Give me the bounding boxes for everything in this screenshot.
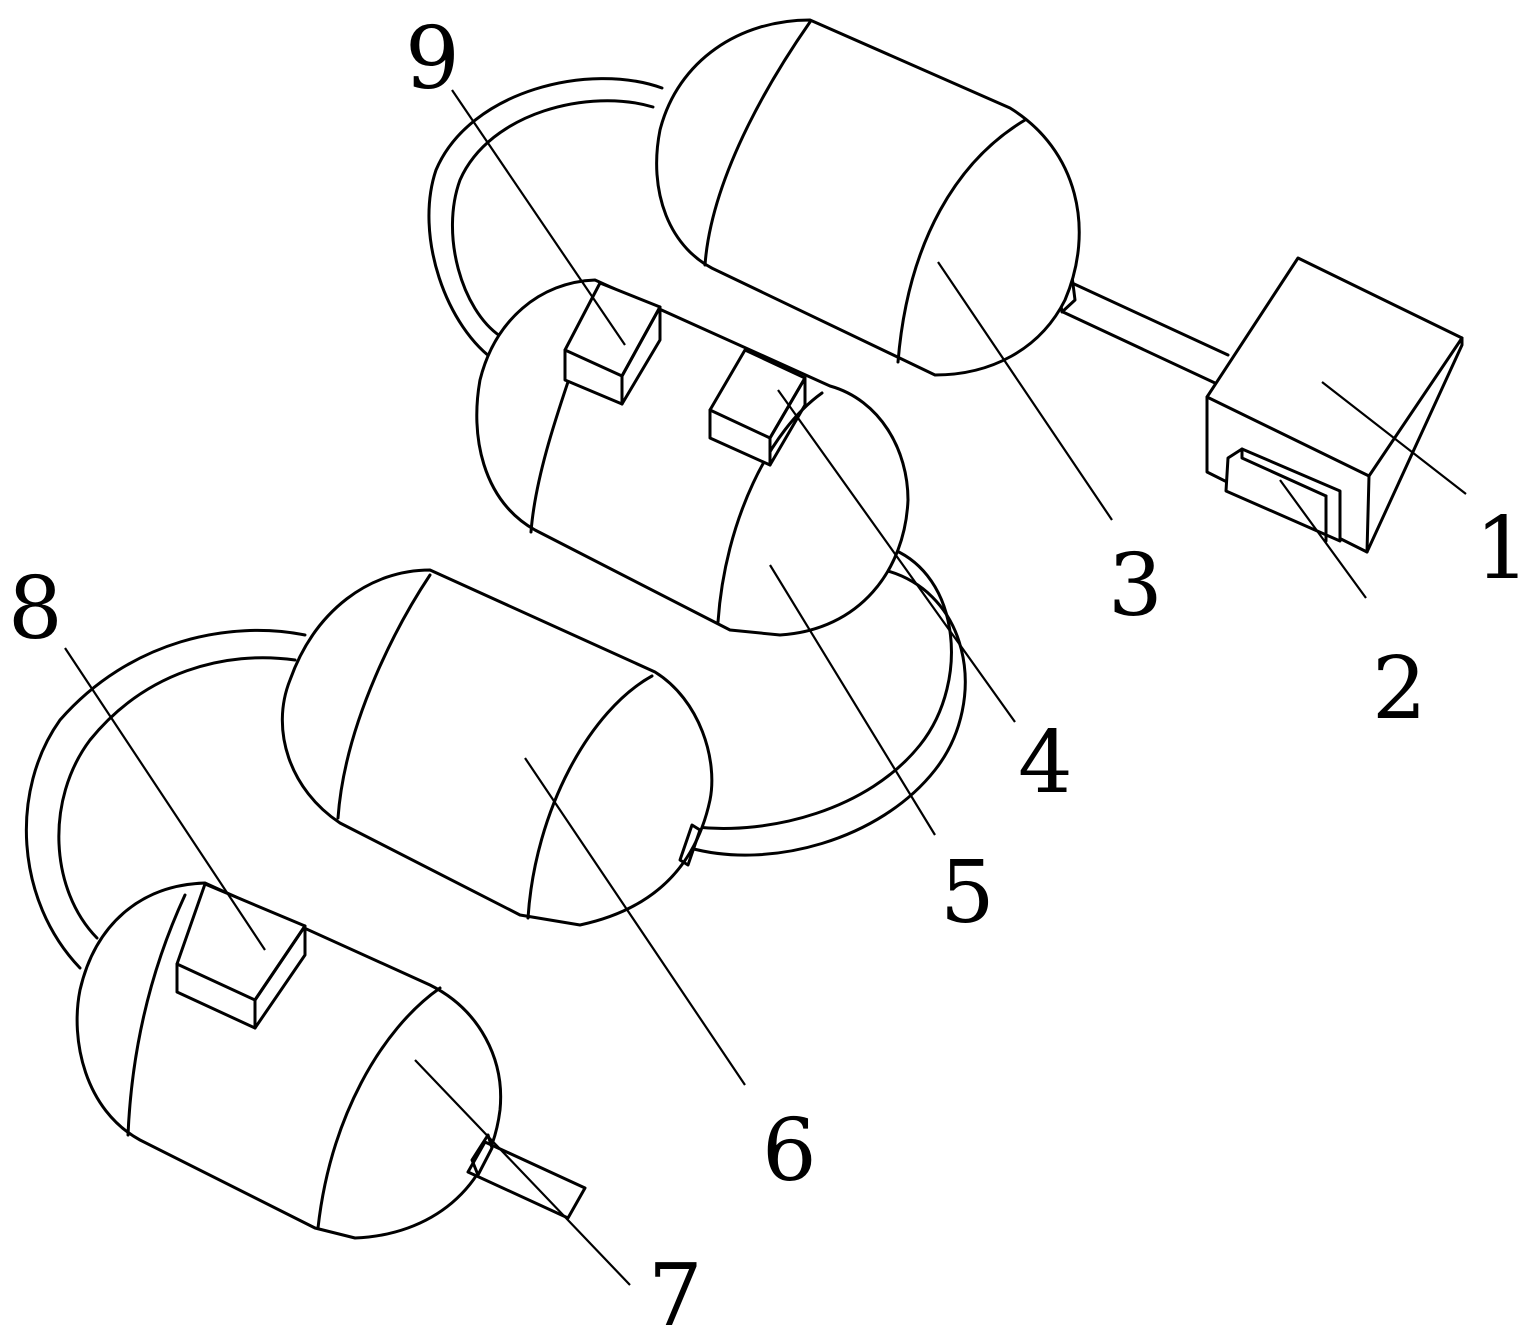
- callout-6: 6: [762, 1101, 817, 1201]
- leader-6: [524, 757, 746, 1086]
- callout-numbers: 1 2 3 4 5 6 7 8 9: [8, 9, 1523, 1342]
- unit-3-capsule: [655, 18, 1081, 377]
- leader-4: [777, 389, 1016, 723]
- leader-9: [451, 89, 626, 346]
- leader-7: [414, 1059, 631, 1286]
- leader-lines: [64, 89, 1467, 1286]
- callout-7: 7: [648, 1246, 703, 1342]
- component-9-block: [563, 281, 662, 406]
- callout-2: 2: [1372, 639, 1427, 739]
- component-4-block: [708, 348, 807, 467]
- callout-4: 4: [1018, 713, 1073, 813]
- callout-3: 3: [1108, 536, 1163, 636]
- leader-2: [1279, 479, 1367, 599]
- callout-5: 5: [940, 843, 995, 943]
- callout-1: 1: [1475, 499, 1523, 599]
- callout-9: 9: [405, 9, 460, 109]
- component-2-block: [1224, 447, 1342, 543]
- hose-upper: [427, 77, 664, 364]
- connecting-shaft: [1056, 274, 1230, 385]
- outlet-pipe: [466, 1133, 587, 1220]
- component-8-block: [175, 882, 307, 1030]
- unit-6-capsule: [280, 568, 714, 927]
- callout-8: 8: [8, 559, 63, 659]
- leader-5: [769, 564, 936, 836]
- leader-8: [64, 647, 266, 951]
- hose-lower: [24, 628, 307, 970]
- unit-5-capsule: [475, 278, 910, 637]
- leader-3: [937, 261, 1113, 521]
- leader-1: [1321, 381, 1467, 495]
